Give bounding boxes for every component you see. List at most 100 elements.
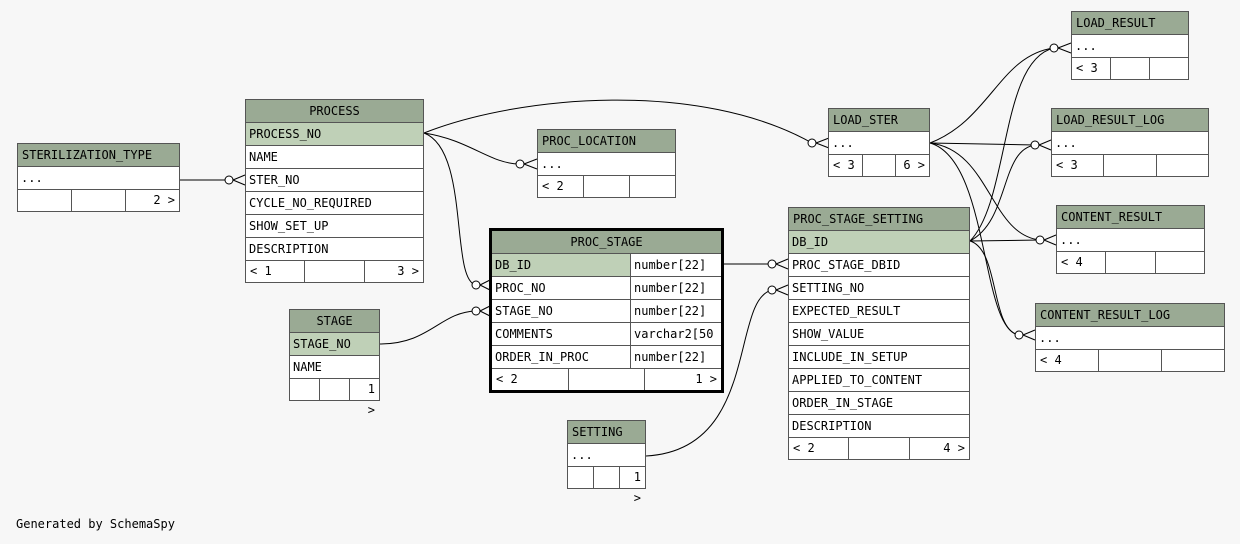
footer-cell: 1 > — [349, 379, 379, 417]
table-load-result[interactable]: LOAD_RESULT ... < 3 — [1071, 11, 1189, 80]
footer-cell: 1 > — [619, 467, 645, 505]
table-stage[interactable]: STAGE STAGE_NO NAME 1 > — [289, 309, 380, 417]
table-row: STAGE_NO number[22] — [492, 300, 721, 323]
table-setting[interactable]: SETTING ... 1 > — [567, 420, 646, 505]
footer-cell: < 2 — [793, 441, 815, 455]
footer-cell — [304, 261, 363, 282]
footer-cell — [593, 467, 619, 488]
footer-cell — [568, 467, 593, 488]
table-row: SHOW_SET_UP — [246, 215, 423, 238]
table-row-pk: STAGE_NO — [290, 333, 379, 356]
edge-load-ster-content-result — [929, 142, 1041, 241]
edge-end-circle — [1035, 235, 1045, 245]
crowfoot — [775, 284, 789, 296]
table-row-pk: DB_ID number[22] — [492, 254, 721, 277]
table-footer: < 2 4 > — [789, 438, 969, 459]
edge-load-ster-load-result — [929, 47, 1055, 144]
table-load-ster[interactable]: LOAD_STER ... < 3 6 > — [828, 108, 930, 177]
crowfoot — [775, 258, 789, 270]
footer-cell — [861, 155, 896, 176]
table-row: ... — [568, 444, 645, 467]
footer-cell — [290, 379, 319, 400]
footer-cell — [1161, 350, 1224, 371]
table-title: PROC_STAGE — [492, 231, 721, 254]
footer-cell: < 3 — [833, 158, 855, 172]
table-content-result[interactable]: CONTENT_RESULT ... < 4 — [1056, 205, 1205, 274]
footer-cell: < 2 — [542, 179, 564, 193]
column-name: COMMENTS — [495, 327, 553, 341]
edge-end-circle — [767, 285, 777, 295]
crowfoot — [232, 174, 246, 186]
table-row: ORDER_IN_STAGE — [789, 392, 969, 415]
footer-cell: < 3 — [1056, 158, 1078, 172]
table-row: APPLIED_TO_CONTENT — [789, 369, 969, 392]
edge-stage-proc-stage — [379, 310, 477, 345]
table-row: ... — [1072, 35, 1188, 58]
column-type: number[22] — [630, 254, 721, 276]
footer-cell — [1110, 58, 1149, 79]
edge-pss-load-result — [969, 47, 1055, 242]
table-footer: < 2 1 > — [492, 369, 721, 390]
table-title: SETTING — [568, 421, 645, 444]
footer-cell — [71, 190, 125, 211]
table-row: PROC_STAGE_DBID — [789, 254, 969, 277]
table-row: PROC_NO number[22] — [492, 277, 721, 300]
crowfoot — [479, 305, 491, 317]
table-row: COMMENTS varchar2[50 — [492, 323, 721, 346]
table-row: ... — [1057, 229, 1204, 252]
table-row: INCLUDE_IN_SETUP — [789, 346, 969, 369]
footer-cell: 4 > — [908, 438, 969, 459]
table-process[interactable]: PROCESS PROCESS_NO NAME STER_NO CYCLE_NO… — [245, 99, 424, 283]
table-footer: 2 > — [18, 190, 179, 211]
edge-end-circle — [1049, 43, 1059, 53]
table-row: DESCRIPTION — [789, 415, 969, 438]
edge-setting-pss — [645, 289, 773, 457]
footer-cell — [319, 379, 349, 400]
table-footer: < 4 — [1057, 252, 1204, 273]
edge-process-proc-location — [423, 132, 521, 165]
footer-cell — [1155, 155, 1208, 176]
table-proc-stage[interactable]: PROC_STAGE DB_ID number[22] PROC_NO numb… — [489, 228, 724, 393]
table-load-result-log[interactable]: LOAD_RESULT_LOG ... < 3 — [1051, 108, 1209, 177]
table-content-result-log[interactable]: CONTENT_RESULT_LOG ... < 4 — [1035, 303, 1225, 372]
edge-end-circle — [1014, 330, 1024, 340]
footer-cell: < 2 — [496, 372, 518, 386]
table-footer: < 3 6 > — [829, 155, 929, 176]
edge-end-circle — [807, 138, 817, 148]
crowfoot — [815, 137, 830, 149]
column-type: number[22] — [630, 346, 721, 368]
edge-pss-content-result-log — [969, 240, 1020, 336]
table-row: CYCLE_NO_REQUIRED — [246, 192, 423, 215]
table-title: PROC_STAGE_SETTING — [789, 208, 969, 231]
table-row: NAME — [290, 356, 379, 379]
footer-cell — [629, 176, 675, 197]
column-type: varchar2[50 — [630, 323, 721, 345]
table-row: SHOW_VALUE — [789, 323, 969, 346]
footer-cell — [1149, 58, 1188, 79]
column-type: number[22] — [630, 277, 721, 299]
table-title: STAGE — [290, 310, 379, 333]
table-footer: 1 > — [568, 467, 645, 505]
footer-cell: 1 > — [644, 369, 721, 390]
table-row: ... — [1036, 327, 1224, 350]
table-footer: 1 > — [290, 379, 379, 417]
crowfoot — [1038, 139, 1052, 151]
footer-cell — [1098, 350, 1161, 371]
table-row: EXPECTED_RESULT — [789, 300, 969, 323]
footer-cell: < 4 — [1061, 255, 1083, 269]
footer-cell — [848, 438, 908, 459]
table-row: DESCRIPTION — [246, 238, 423, 261]
column-type: number[22] — [630, 300, 721, 322]
footer-cell — [18, 190, 71, 211]
table-proc-stage-setting[interactable]: PROC_STAGE_SETTING DB_ID PROC_STAGE_DBID… — [788, 207, 970, 460]
table-title: LOAD_RESULT_LOG — [1052, 109, 1208, 132]
table-proc-location[interactable]: PROC_LOCATION ... < 2 — [537, 129, 676, 198]
footer-cell — [583, 176, 629, 197]
footer-cell: 3 > — [363, 261, 423, 282]
table-sterilization-type[interactable]: STERILIZATION_TYPE ... 2 > — [17, 143, 180, 212]
footer-cell — [1154, 252, 1204, 273]
edge-pss-content-result — [969, 239, 1041, 242]
table-footer: < 1 3 > — [246, 261, 423, 282]
footer-cell: < 4 — [1040, 353, 1062, 367]
